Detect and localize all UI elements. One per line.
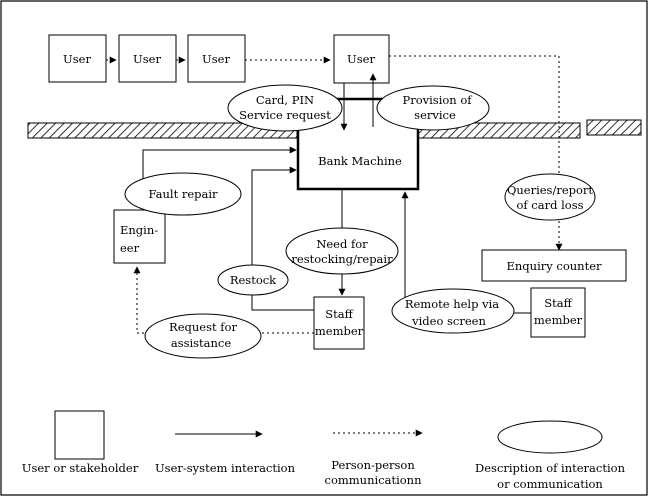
staff-to-engineer-link bbox=[133, 266, 314, 334]
svg-text:Enquiry counter: Enquiry counter bbox=[507, 259, 603, 273]
svg-text:Staff: Staff bbox=[544, 296, 572, 310]
enquiry-counter-node: Enquiry counter bbox=[481, 249, 627, 282]
staff-restock-arrow bbox=[251, 166, 314, 311]
svg-text:video screen: video screen bbox=[411, 314, 486, 328]
interaction-request-assistance: Request for assistance bbox=[144, 313, 262, 359]
staff-member-node-2: Staff member bbox=[530, 287, 586, 338]
svg-text:User: User bbox=[347, 52, 375, 66]
user-node-3: User bbox=[187, 34, 246, 83]
svg-text:Staff: Staff bbox=[325, 307, 353, 321]
svg-text:assistance: assistance bbox=[171, 336, 232, 350]
hatched-wall-right bbox=[586, 119, 642, 136]
svg-text:Remote help via: Remote help via bbox=[405, 297, 499, 311]
svg-text:Fault repair: Fault repair bbox=[148, 187, 218, 201]
svg-text:member: member bbox=[315, 324, 364, 338]
svg-text:User or stakeholder: User or stakeholder bbox=[22, 461, 139, 475]
svg-text:or communication: or communication bbox=[497, 477, 603, 491]
svg-text:Provision of: Provision of bbox=[402, 93, 472, 107]
interaction-provision: Provision of service bbox=[376, 85, 490, 131]
svg-text:Queries/report: Queries/report bbox=[507, 183, 593, 197]
svg-text:eer: eer bbox=[120, 241, 140, 255]
user-node-1: User bbox=[48, 34, 107, 83]
interaction-restock: Restock bbox=[217, 264, 289, 296]
svg-text:Card, PIN: Card, PIN bbox=[256, 93, 314, 107]
interaction-card-pin: Card, PIN Service request bbox=[227, 84, 343, 132]
interaction-remote-help: Remote help via video screen bbox=[391, 288, 515, 334]
svg-text:Restock: Restock bbox=[230, 273, 277, 287]
svg-text:communicationn: communicationn bbox=[325, 473, 423, 487]
interaction-queries: Queries/report of card loss bbox=[504, 173, 596, 221]
user-node-2: User bbox=[118, 34, 177, 83]
user-to-enquiry-link bbox=[389, 55, 563, 251]
engineer-node: Engin- eer bbox=[113, 209, 166, 264]
svg-text:User: User bbox=[133, 52, 161, 66]
svg-text:Request for: Request for bbox=[169, 320, 237, 334]
user-node-main: User bbox=[333, 34, 390, 84]
interaction-need-restocking: Need for restocking/repair bbox=[285, 227, 399, 275]
svg-text:User: User bbox=[63, 52, 91, 66]
legend-user-system: User-system interaction bbox=[155, 430, 296, 475]
svg-text:member: member bbox=[534, 313, 583, 327]
svg-text:Engin-: Engin- bbox=[120, 223, 158, 237]
legend-stakeholder: User or stakeholder bbox=[22, 410, 139, 475]
svg-text:of card loss: of card loss bbox=[516, 198, 583, 212]
legend-person-person: Person-person communicationn bbox=[325, 429, 423, 487]
svg-text:Need for: Need for bbox=[316, 237, 368, 251]
legend-description: Description of interaction or communicat… bbox=[475, 420, 626, 491]
svg-text:User: User bbox=[202, 52, 230, 66]
svg-text:Person-person: Person-person bbox=[331, 458, 415, 472]
svg-text:service: service bbox=[414, 108, 456, 122]
interaction-fault-repair: Fault repair bbox=[124, 172, 242, 216]
svg-text:Description of interaction: Description of interaction bbox=[475, 461, 626, 475]
staff-member-node-1: Staff member bbox=[313, 296, 365, 350]
legend: User or stakeholder User-system interact… bbox=[22, 410, 626, 491]
svg-text:restocking/repair: restocking/repair bbox=[291, 252, 393, 266]
svg-text:Service request: Service request bbox=[239, 108, 331, 122]
svg-text:User-system interaction: User-system interaction bbox=[155, 461, 296, 475]
svg-text:Bank Machine: Bank Machine bbox=[318, 154, 402, 168]
